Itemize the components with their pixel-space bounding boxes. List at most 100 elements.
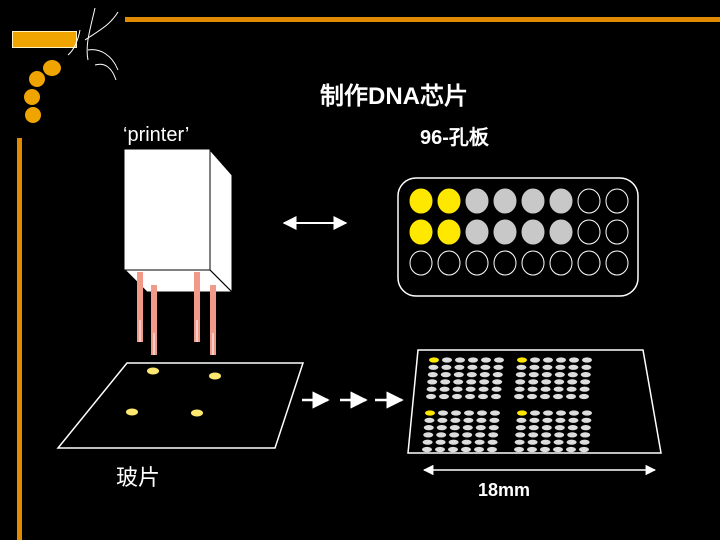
array-spot: [529, 364, 540, 370]
array-spot: [479, 379, 490, 385]
array-spot: [516, 364, 527, 370]
array-spot: [476, 417, 487, 423]
array-spot: [428, 364, 439, 370]
array-spot: [435, 446, 445, 453]
array-spot: [516, 417, 527, 423]
spot: [191, 409, 203, 417]
array-spot: [517, 410, 527, 416]
array-spot: [488, 432, 499, 438]
array-spot: [436, 425, 447, 431]
array-spot: [475, 425, 486, 431]
array-spot: [581, 364, 592, 370]
array-spot: [477, 410, 487, 416]
array-spot: [426, 386, 437, 392]
array-spot: [467, 364, 478, 370]
array-spot: [581, 417, 592, 423]
array-spot: [461, 439, 472, 445]
well-grid: [409, 188, 629, 276]
logo-dot: [29, 71, 45, 87]
pin: [151, 285, 157, 355]
well: [521, 188, 545, 214]
array-spot: [553, 386, 564, 392]
array-spot: [425, 410, 435, 416]
leaf-sketch: [67, 7, 119, 81]
array-spot: [487, 446, 497, 453]
array-spot: [540, 439, 551, 445]
array-spot: [491, 386, 502, 392]
array-spot: [452, 386, 463, 392]
array-spot: [452, 393, 462, 400]
array-spot: [530, 410, 540, 416]
well: [577, 250, 601, 276]
array-spot: [461, 446, 471, 453]
array-spot: [481, 357, 491, 363]
array-spot: [449, 425, 460, 431]
array-spot: [543, 357, 553, 363]
logo-dot: [25, 107, 41, 123]
array-spot: [435, 439, 446, 445]
array-spot: [566, 393, 576, 400]
array-spot: [553, 439, 564, 445]
array-spot: [517, 357, 527, 363]
array-spot: [422, 446, 432, 453]
array-spot: [580, 432, 591, 438]
well: [493, 219, 517, 245]
array-spot: [427, 372, 438, 378]
array-spot: [540, 386, 551, 392]
array-spot: [569, 357, 579, 363]
array-spot: [449, 432, 460, 438]
array-spot: [492, 379, 503, 385]
array-spot: [542, 364, 553, 370]
array-spot: [514, 386, 525, 392]
array-spot: [582, 410, 592, 416]
array-spot: [543, 410, 553, 416]
array-spot: [527, 393, 537, 400]
well: [493, 188, 517, 214]
array-spot: [555, 364, 566, 370]
well: [409, 250, 433, 276]
array-spot: [568, 364, 579, 370]
array-spot: [454, 364, 465, 370]
array-spot: [455, 357, 465, 363]
array-spots: [422, 357, 592, 453]
scale-label: 18mm: [478, 480, 531, 500]
array-spot: [528, 432, 539, 438]
array-spot: [514, 393, 524, 400]
array-spot: [440, 379, 451, 385]
array-spot: [437, 417, 448, 423]
array-spot: [448, 446, 458, 453]
well: [409, 188, 433, 214]
well-plate: [397, 177, 639, 297]
spot: [147, 367, 159, 375]
well: [605, 219, 629, 245]
array-spot: [487, 439, 498, 445]
array-spot: [423, 425, 434, 431]
array-spot: [439, 393, 449, 400]
array-spot: [466, 372, 477, 378]
array-spot: [448, 439, 459, 445]
array-spot: [542, 417, 553, 423]
array-spot: [541, 379, 552, 385]
well: [549, 250, 573, 276]
pin: [210, 285, 216, 355]
array-spot: [514, 446, 524, 453]
printer-label: ‘printer’: [123, 124, 190, 146]
spot: [126, 408, 138, 416]
array-spot: [579, 386, 590, 392]
array-spot: [515, 379, 526, 385]
array-spot: [527, 446, 537, 453]
well: [549, 188, 573, 214]
pin: [137, 272, 143, 342]
well: [437, 250, 461, 276]
well: [437, 219, 461, 245]
glass-slide-label: 玻片: [116, 465, 161, 490]
well: [521, 250, 545, 276]
array-spot: [540, 393, 550, 400]
array-spot: [541, 372, 552, 378]
array-spot: [450, 417, 461, 423]
array-spot: [424, 417, 435, 423]
well: [409, 219, 433, 245]
array-spot: [515, 372, 526, 378]
well: [577, 188, 601, 214]
array-spot: [465, 393, 475, 400]
